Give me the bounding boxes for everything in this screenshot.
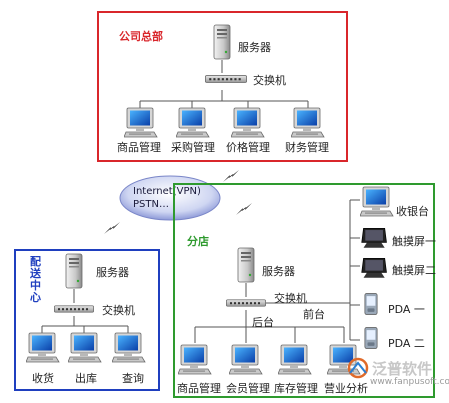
hq-client-label: 商品管理 — [117, 141, 161, 154]
pda-icon — [364, 292, 378, 316]
hq-pc-icon-1 — [124, 107, 158, 139]
network-label-pstn: PSTN… — [133, 199, 169, 210]
branch-box — [173, 183, 435, 398]
hq-server-label: 服务器 — [238, 41, 271, 54]
lightning-icon — [104, 222, 120, 234]
branch-server-icon — [236, 247, 256, 283]
network-cloud-icon — [119, 175, 221, 221]
front-device-label: 收银台 — [396, 205, 429, 218]
hq-client-label: 价格管理 — [226, 141, 270, 154]
hq-pc-icon-3 — [231, 107, 265, 139]
distribution-pc-icon-2 — [68, 332, 102, 364]
branch-server-label: 服务器 — [262, 265, 295, 278]
branch-pc-icon-3 — [278, 344, 312, 376]
branch-back-label: 后台 — [252, 316, 274, 329]
distribution-client-label: 出库 — [75, 372, 97, 385]
hq-pc-icon-4 — [291, 107, 325, 139]
distribution-switch-icon — [54, 304, 94, 314]
branch-switch-label: 交换机 — [274, 292, 307, 305]
touchscreen-icon — [360, 226, 390, 250]
branch-client-label: 库存管理 — [274, 382, 318, 395]
hq-client-label: 采购管理 — [171, 141, 215, 154]
branch-client-label: 会员管理 — [226, 382, 270, 395]
hq-pc-icon-2 — [176, 107, 210, 139]
watermark-brand: 泛普软件 — [372, 360, 433, 378]
front-device-label: PDA 一 — [388, 303, 425, 316]
branch-client-label: 营业分析 — [324, 382, 368, 395]
watermark-url: www.fanpusoft.com — [370, 377, 449, 387]
hq-switch-icon — [205, 74, 247, 84]
cashier-pc-icon — [360, 186, 394, 218]
hq-client-label: 财务管理 — [285, 141, 329, 154]
distribution-server-icon — [64, 253, 84, 289]
distribution-title: 配送中心 — [30, 255, 41, 304]
brand-logo-icon — [347, 357, 369, 379]
branch-front-label: 前台 — [303, 308, 325, 321]
distribution-client-label: 收货 — [32, 372, 54, 385]
distribution-client-label: 查询 — [122, 372, 144, 385]
hq-title: 公司总部 — [119, 30, 163, 43]
distribution-box — [14, 249, 160, 391]
pda-icon — [364, 326, 378, 350]
hq-server-icon — [212, 24, 232, 60]
branch-client-label: 商品管理 — [177, 382, 221, 395]
branch-pc-icon-1 — [178, 344, 212, 376]
distribution-pc-icon-3 — [112, 332, 146, 364]
lightning-icon — [223, 170, 239, 182]
front-device-label: 触摸屏二 — [392, 264, 436, 277]
front-device-label: 触摸屏一 — [392, 235, 436, 248]
network-label-internet: Internet(VPN) — [133, 186, 201, 197]
branch-title: 分店 — [187, 235, 209, 248]
hq-switch-label: 交换机 — [253, 74, 286, 87]
branch-switch-icon — [226, 298, 266, 308]
distribution-pc-icon-1 — [26, 332, 60, 364]
distribution-switch-label: 交换机 — [102, 304, 135, 317]
touchscreen-icon — [360, 256, 390, 280]
hq-box — [97, 11, 348, 162]
distribution-server-label: 服务器 — [96, 266, 129, 279]
front-device-label: PDA 二 — [388, 337, 425, 350]
branch-pc-icon-2 — [229, 344, 263, 376]
